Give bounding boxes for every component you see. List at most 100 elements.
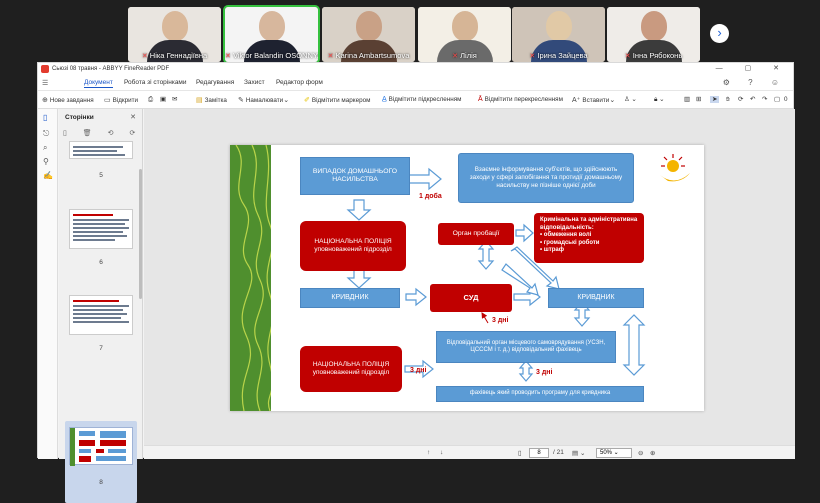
participant-name: Ніка Геннадіївна (149, 51, 208, 60)
menu-protect[interactable]: Захист (244, 79, 265, 86)
box-probation: Орган пробації (438, 223, 514, 245)
liability-title: Кримінальна та адміністративна відповіда… (540, 217, 638, 231)
menu-pages[interactable]: Робота зі сторінками (124, 79, 187, 86)
lock-icon[interactable]: 🔒︎ ⌄ (654, 96, 665, 103)
draw-button[interactable]: ✎Намалювати ⌄ (238, 96, 291, 104)
window-controls[interactable]: — ▢ ✕ (715, 65, 789, 72)
page-number: 8 (99, 479, 103, 486)
view-layout-icon[interactable]: ▥ (684, 96, 690, 103)
draw-label: Намалювати (245, 97, 284, 104)
label-three-days: 3 дні (492, 317, 509, 324)
window-title: Сьюзі 08 травня - ABBYY FineReader PDF (52, 66, 170, 72)
page-number: 5 (99, 172, 103, 179)
app-logo-icon (41, 65, 49, 73)
page-up-button[interactable]: ↑ (427, 449, 431, 456)
zoom-out-icon[interactable]: ⊖ (638, 450, 644, 457)
arrow-right-block (405, 287, 427, 307)
pages-panel-icon[interactable]: ▯ (43, 113, 48, 122)
undo-icon[interactable]: ↶ (750, 96, 756, 103)
highlight-marker-button[interactable]: ✐Відмітити маркером (304, 96, 370, 104)
insert-text-icon: A⁺ (572, 97, 581, 104)
chevron-down-icon: ⌄ (283, 97, 290, 104)
participant-tile-active-speaker[interactable]: ✕ Viktor Balandin OSONNYA (223, 5, 320, 64)
arrow-updown-block (518, 360, 534, 382)
next-participants-button[interactable]: › (710, 24, 729, 43)
page-thumbnail-selected[interactable] (69, 427, 133, 466)
pages-panel: Сторінки ✕ ▯ 🗑 ⟲ ⟳ ⚙ 5 6 7 8 (59, 109, 158, 503)
redo-icon[interactable]: ↷ (762, 96, 768, 103)
ocr-icon[interactable]: ⊞ (696, 96, 702, 103)
participant-tile[interactable]: ✕ Ніка Геннадіївна (128, 7, 221, 62)
liability-item-text: обмеження волі (543, 232, 592, 238)
page-view-icon[interactable]: ▤ ⌄ (572, 450, 586, 457)
current-page-input[interactable]: 8 (529, 448, 549, 458)
insert-button[interactable]: A⁺Вставити ⌄ (572, 96, 617, 104)
box-liability: Кримінальна та адміністративна відповіда… (534, 213, 644, 263)
fit-page-icon[interactable]: ▯ (518, 450, 522, 457)
select-cursor-icon[interactable]: ➤ (710, 96, 720, 103)
note-button[interactable]: ▤Замітка (196, 96, 227, 104)
participant-name: Лілія (460, 51, 477, 60)
liability-item: • громадські роботи (540, 239, 600, 246)
comment-count: 0 (784, 96, 788, 103)
attachment-icon[interactable]: ⚲ (43, 157, 49, 166)
pages-panel-scrollbar[interactable] (139, 169, 142, 299)
box-mutual-informing: Взаємне інформування суб'єктів, що здійс… (458, 153, 634, 203)
participant-tile[interactable]: ✕ Karina Ambartsumova (322, 7, 415, 62)
menu-edit[interactable]: Редагування (196, 79, 235, 86)
chevron-down-icon: ⌄ (609, 97, 616, 104)
participant-tile[interactable]: ✕ Ірина Зайцева (512, 7, 605, 62)
marker-icon: ✐ (304, 97, 310, 104)
mail-icon[interactable]: ✉ (172, 96, 178, 103)
page-down-button[interactable]: ↓ (440, 449, 444, 456)
zoom-value: 50% (600, 450, 613, 456)
search-icon[interactable]: ⌕ (43, 143, 48, 152)
print-icon[interactable]: ⎙ (148, 96, 154, 103)
menu-bar: ☰ Документ Робота зі сторінками Редагува… (38, 75, 793, 91)
rotate-icon[interactable]: ⟳ (738, 96, 744, 103)
liability-item: • обмеження волі (540, 232, 592, 238)
open-button[interactable]: ▭Відкрити (104, 96, 138, 104)
new-task-button[interactable]: ⊕Нове завдання (42, 96, 94, 104)
pdf-page[interactable]: ВИПАДОК ДОМАШНЬОГО НАСИЛЬСТВА Взаємне ін… (230, 145, 704, 411)
flow-diagram-arrows (346, 167, 646, 382)
page-thumbnail[interactable] (69, 295, 133, 335)
page-number: 6 (99, 259, 103, 266)
left-tool-rail: ▯ ⎋ ⌕ ⚲ ✍ (38, 109, 58, 459)
pages-panel-tools[interactable]: ▯ 🗑 ⟲ ⟳ ⚙ (63, 130, 165, 137)
box-offender-1: КРИВДНИК (300, 288, 400, 308)
signature-icon[interactable]: ✍ (43, 171, 53, 180)
save-icon[interactable]: ▣ (160, 96, 166, 103)
participant-tile[interactable]: ✕ Лілія (418, 7, 511, 62)
zoom-select[interactable]: 50% ⌄ (596, 448, 632, 458)
liability-item-text: штраф (543, 247, 564, 253)
arrow-right-block (404, 359, 434, 379)
label-three-days: 3 дні (410, 367, 427, 374)
hand-tool-icon[interactable]: ✋︎ (726, 96, 730, 103)
strikethrough-icon: Ā (478, 96, 483, 103)
red-connector-arrow (481, 312, 489, 324)
zoom-in-icon[interactable]: ⊕ (650, 450, 656, 457)
menu-form-editor[interactable]: Редактор форм (276, 79, 323, 86)
mic-muted-icon: ✕ (327, 53, 334, 60)
close-icon[interactable]: ✕ (130, 114, 136, 121)
bookmark-icon[interactable]: ⎋ (43, 129, 50, 138)
decorative-green-strip (230, 145, 271, 411)
participant-tile[interactable]: ✕ Інна Рябоконь (607, 7, 700, 62)
participant-name: Інна Рябоконь (632, 51, 683, 60)
status-bar: ↑ ↓ ▯ 8 / 21 ▤ ⌄ 50% ⌄ ⊖ ⊕ (144, 445, 795, 459)
page-thumbnail[interactable] (69, 209, 133, 249)
page-thumbnail[interactable] (69, 141, 133, 159)
video-participant-strip: ✕ Ніка Геннадіївна ✕ Viktor Balandin OSO… (0, 0, 820, 64)
window-titlebar: Сьюзі 08 травня - ABBYY FineReader PDF —… (38, 63, 793, 75)
hamburger-menu-icon[interactable]: ☰ (42, 80, 49, 87)
comments-icon[interactable]: ▢ (774, 96, 780, 103)
stamp-icon[interactable]: ♙ ⌄ (624, 96, 637, 103)
underline-button[interactable]: A̲Відмітити підкресленням (382, 96, 462, 103)
participant-name: Ірина Зайцева (537, 51, 588, 60)
menu-right-icons[interactable]: ⚙ ? ☺ (722, 78, 787, 87)
insert-label: Вставити (582, 97, 610, 104)
document-viewer[interactable]: ВИПАДОК ДОМАШНЬОГО НАСИЛЬСТВА Взаємне ін… (144, 109, 795, 445)
menu-document[interactable]: Документ (84, 79, 113, 88)
